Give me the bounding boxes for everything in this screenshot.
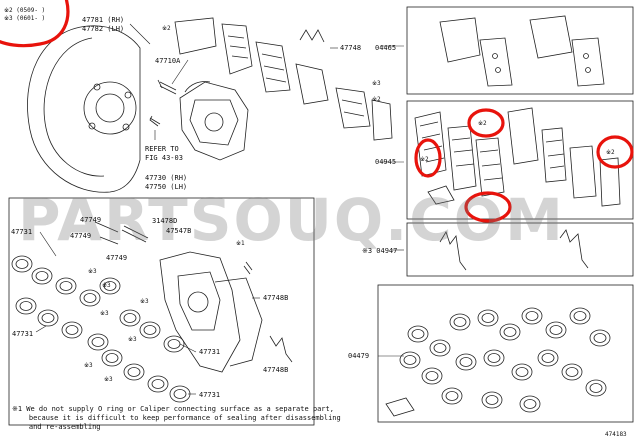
- note-mark-3c: ※3: [100, 310, 109, 317]
- shim-6: [569, 145, 597, 199]
- note-mark-3e: ※3: [84, 362, 93, 369]
- pad-left-2: [221, 23, 253, 75]
- diagram-number: 474183: [605, 431, 627, 438]
- leader-47749: [94, 221, 119, 245]
- caliper-lower: [159, 251, 241, 373]
- note-mark-3a: ※3: [88, 268, 97, 275]
- kit-pad-2: [479, 37, 513, 87]
- note-mark-3d: ※3: [128, 336, 137, 343]
- spring-47748: [299, 29, 325, 43]
- part-31478D[interactable]: 31478D: [152, 217, 178, 225]
- shim-2: [447, 125, 477, 191]
- pad-kit-frame: [406, 6, 634, 95]
- part-47547B[interactable]: 47547B: [166, 227, 192, 235]
- shim-4: [507, 107, 539, 165]
- part-47749-b[interactable]: 47749: [70, 232, 92, 240]
- part-47748[interactable]: 47748: [340, 44, 362, 52]
- shim-kit-frame: [406, 100, 634, 220]
- serial-line-1: ※2 (0509- ): [4, 7, 46, 14]
- part-47748B-b[interactable]: 47748B: [263, 366, 289, 374]
- part-47781[interactable]: 47781 (RH): [82, 16, 125, 24]
- highlight-marks: [0, 0, 634, 223]
- shim-7: [599, 157, 621, 207]
- part-47731-a[interactable]: 47731: [11, 228, 33, 236]
- shim-3: [475, 137, 505, 197]
- part-47710A[interactable]: 47710A: [155, 57, 181, 65]
- serial-line-2: ※3 (0601- ): [4, 15, 46, 22]
- bolt-47710A: [157, 79, 177, 95]
- part-47748B-a[interactable]: 47748B: [263, 294, 289, 302]
- note-mark-3: ※3: [372, 80, 381, 87]
- fig-ref[interactable]: FIG 43-03: [145, 154, 183, 162]
- pad-shim-3: [255, 41, 291, 93]
- part-47731-d[interactable]: 47731: [199, 391, 221, 399]
- piston-seal-rings: [11, 255, 191, 403]
- pad-4: [295, 63, 329, 105]
- note-mark-2: ※2: [162, 25, 171, 32]
- kit-pad-1: [439, 17, 481, 63]
- dust-shield: [27, 25, 141, 193]
- note-mark-3b: ※3: [102, 282, 111, 289]
- note-mark-2e: ※2: [606, 149, 615, 156]
- guide-pin: [121, 225, 149, 243]
- note-mark-2d: ※2: [420, 156, 429, 163]
- highlight-circle-3: [596, 135, 634, 169]
- seal-kit-frame: [377, 284, 634, 423]
- pad-6: [371, 99, 393, 141]
- note-mark-2c: ※2: [478, 120, 487, 127]
- highlight-circle-4: [464, 191, 512, 223]
- caliper-kit-frame: [8, 197, 315, 426]
- refer-to-label: REFER TO: [145, 145, 179, 153]
- clip-1: [439, 231, 467, 271]
- note-mark-3g: ※3: [140, 298, 149, 305]
- part-47750[interactable]: 47750 (LH): [145, 183, 188, 191]
- spring-47748-lower: [269, 335, 293, 363]
- highlight-corner: [0, 0, 70, 48]
- note-mark-3f: ※3: [104, 376, 113, 383]
- highlight-circle-1: [467, 108, 505, 138]
- shim-1: [414, 111, 447, 177]
- part-04945[interactable]: 04945: [375, 158, 397, 166]
- pad-left-1: [174, 17, 217, 55]
- footnote: ※1 We do not supply O ring or Caliper co…: [12, 405, 341, 431]
- caliper-upper: [179, 81, 249, 161]
- clip-2: [559, 229, 589, 269]
- note-mark-1: ※1: [236, 240, 245, 247]
- wear-indicator-1: [427, 185, 455, 205]
- part-47782[interactable]: 47782 (LH): [82, 25, 125, 33]
- grease-packet: [385, 397, 415, 417]
- pad-5: [335, 87, 371, 129]
- clip-kit-frame: [406, 222, 634, 277]
- kit-pad-3: [529, 15, 573, 59]
- watermark: PARTSOUQ.COM: [18, 186, 565, 254]
- part-04465[interactable]: 04465: [375, 44, 397, 52]
- shim-5: [541, 127, 567, 183]
- bleeder: [243, 261, 253, 275]
- highlight-circle-2: [414, 138, 442, 178]
- kit-pad-4: [571, 37, 605, 87]
- part-47731-b[interactable]: 47731: [12, 330, 34, 338]
- part-47730[interactable]: 47730 (RH): [145, 174, 188, 182]
- part-47749-c[interactable]: 47749: [106, 254, 128, 262]
- part-04947[interactable]: ※3 04947: [362, 247, 398, 255]
- leader-lines: [35, 23, 404, 395]
- seal-kit-rings: [399, 307, 611, 413]
- note-mark-2b: ※2: [372, 96, 381, 103]
- part-04479[interactable]: 04479: [348, 352, 370, 360]
- part-47731-c[interactable]: 47731: [199, 348, 221, 356]
- part-47749-a[interactable]: 47749: [80, 216, 102, 224]
